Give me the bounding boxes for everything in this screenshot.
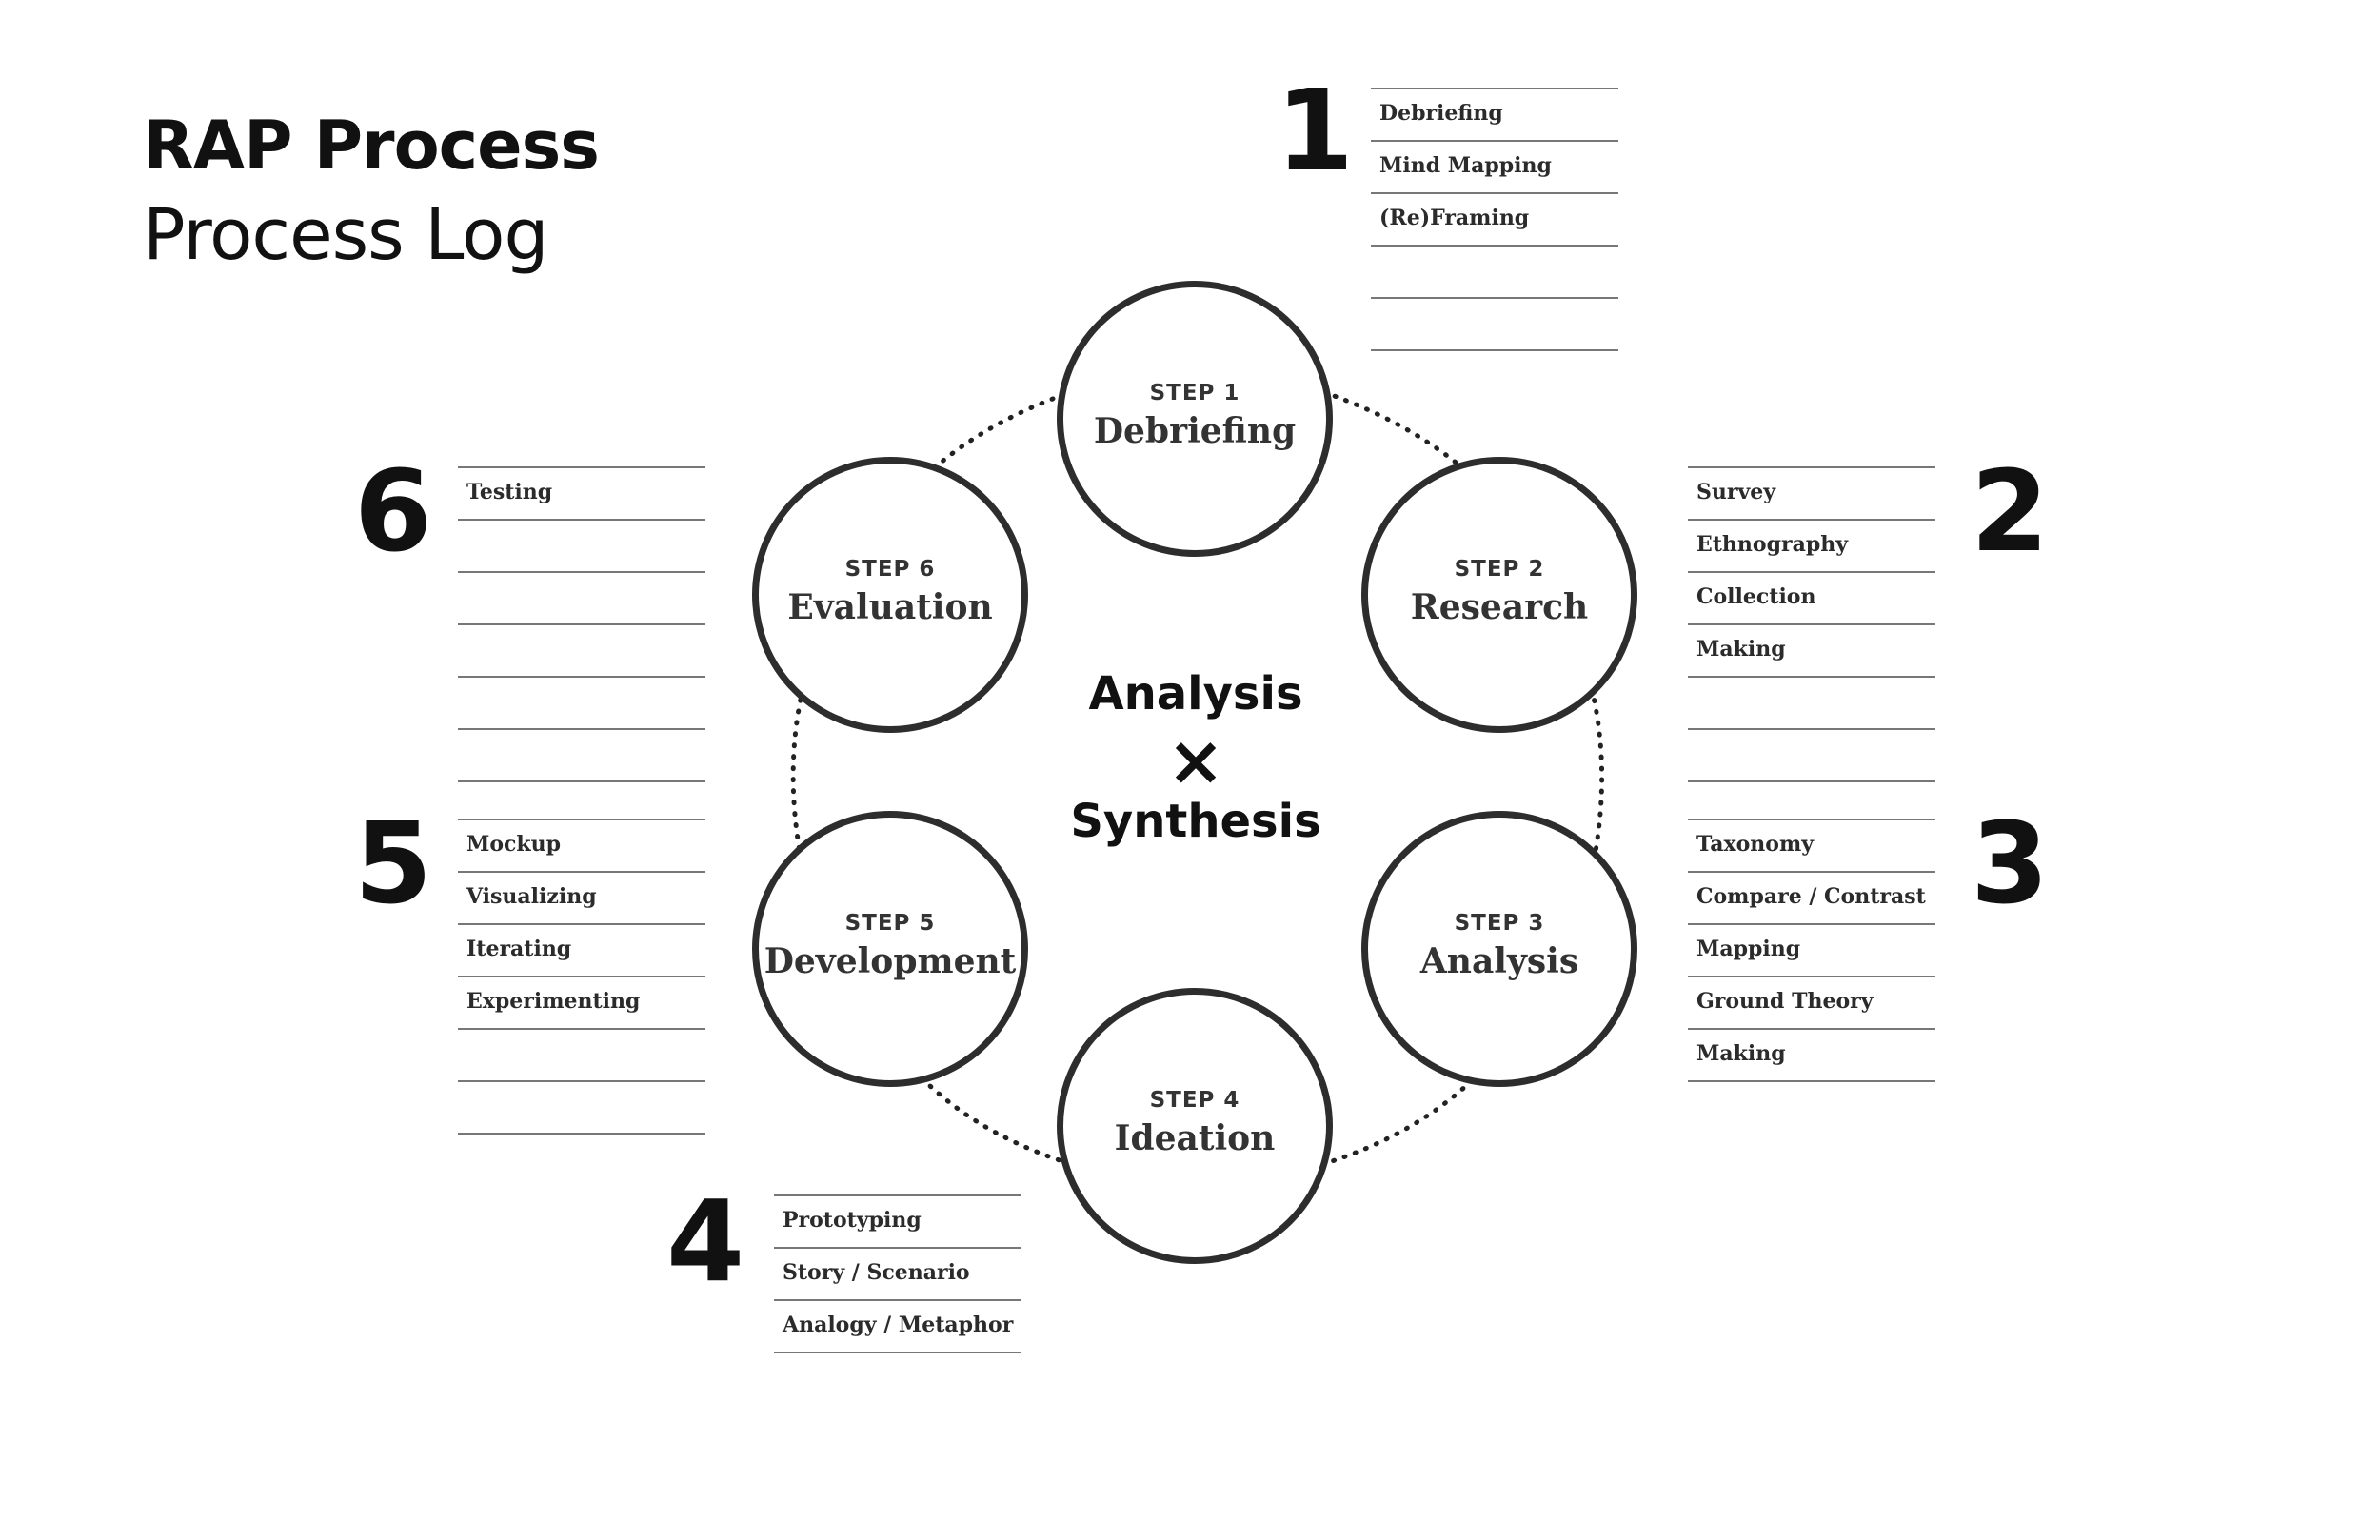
step-2-name: Research <box>1410 587 1589 627</box>
step-2-label: STEP 2 <box>1454 557 1545 582</box>
step-3-circle[interactable]: STEP 3 Analysis <box>1361 811 1637 1087</box>
diagram-title: RAP Process <box>143 107 600 185</box>
log-6-row[interactable] <box>458 730 705 782</box>
log-2-row[interactable]: Ethnography <box>1688 521 1935 573</box>
log-6-row[interactable] <box>458 521 705 573</box>
log-list-2: Survey Ethnography Collection Making <box>1688 466 1935 782</box>
log-number-6: 6 <box>354 445 433 577</box>
log-6-row[interactable]: Testing <box>458 468 705 521</box>
log-5-row[interactable] <box>458 1030 705 1082</box>
log-2-row[interactable] <box>1688 678 1935 730</box>
step-5-name: Development <box>764 941 1017 981</box>
step-5-label: STEP 5 <box>844 911 936 936</box>
log-3-row[interactable]: Taxonomy <box>1688 820 1935 873</box>
step-3-name: Analysis <box>1419 941 1579 981</box>
log-number-3: 3 <box>1971 798 2050 929</box>
step-6-circle[interactable]: STEP 6 Evaluation <box>752 457 1028 733</box>
log-list-1: Debriefing Mind Mapping (Re)Framing <box>1371 88 1618 351</box>
log-3-row[interactable]: Mapping <box>1688 925 1935 977</box>
step-6-label: STEP 6 <box>844 557 936 582</box>
log-number-2: 2 <box>1971 445 2050 577</box>
log-2-row[interactable]: Collection <box>1688 573 1935 625</box>
log-2-row[interactable]: Making <box>1688 625 1935 678</box>
step-2-circle[interactable]: STEP 2 Research <box>1361 457 1637 733</box>
log-5-row[interactable] <box>458 1082 705 1135</box>
log-1-row[interactable]: (Re)Framing <box>1371 194 1618 247</box>
log-3-row[interactable]: Making <box>1688 1030 1935 1082</box>
log-number-4: 4 <box>666 1175 745 1307</box>
arrow-step1-step2 <box>1276 372 1508 513</box>
step-1-circle[interactable]: STEP 1 Debriefing <box>1057 281 1333 557</box>
log-5-row[interactable]: Visualizing <box>458 873 705 925</box>
log-number-1: 1 <box>1276 65 1355 196</box>
step-6-name: Evaluation <box>787 587 993 627</box>
log-4-row[interactable]: Analogy / Metaphor <box>774 1301 1021 1353</box>
log-2-row[interactable] <box>1688 730 1935 782</box>
step-4-circle[interactable]: STEP 4 Ideation <box>1057 988 1333 1264</box>
log-4-row[interactable]: Prototyping <box>774 1196 1021 1249</box>
log-5-row[interactable]: Iterating <box>458 925 705 977</box>
log-6-row[interactable] <box>458 678 705 730</box>
log-3-row[interactable]: Compare / Contrast <box>1688 873 1935 925</box>
times-icon: × <box>1166 721 1225 800</box>
log-6-row[interactable] <box>458 625 705 678</box>
step-3-label: STEP 3 <box>1454 911 1545 936</box>
log-1-row[interactable]: Debriefing <box>1371 89 1618 142</box>
log-4-row[interactable]: Story / Scenario <box>774 1249 1021 1301</box>
center-analysis: Analysis <box>1088 667 1303 721</box>
step-4-label: STEP 4 <box>1149 1088 1240 1113</box>
log-list-3: Taxonomy Compare / Contrast Mapping Grou… <box>1688 819 1935 1082</box>
center-synthesis: Synthesis <box>1070 795 1321 848</box>
step-1-name: Debriefing <box>1093 411 1297 451</box>
log-list-5: Mockup Visualizing Iterating Experimenti… <box>458 819 705 1135</box>
diagram-subtitle: Process Log <box>143 194 548 276</box>
log-1-row[interactable] <box>1371 247 1618 299</box>
log-5-row[interactable]: Experimenting <box>458 977 705 1030</box>
log-3-row[interactable]: Ground Theory <box>1688 977 1935 1030</box>
log-6-row[interactable] <box>458 573 705 625</box>
log-1-row[interactable] <box>1371 299 1618 351</box>
step-1-label: STEP 1 <box>1149 381 1240 405</box>
log-list-4: Prototyping Story / Scenario Analogy / M… <box>774 1194 1021 1353</box>
log-1-row[interactable]: Mind Mapping <box>1371 142 1618 194</box>
center-label: Analysis × Synthesis <box>1047 671 1344 844</box>
log-number-5: 5 <box>354 798 433 929</box>
log-5-row[interactable]: Mockup <box>458 820 705 873</box>
log-2-row[interactable]: Survey <box>1688 468 1935 521</box>
step-4-name: Ideation <box>1114 1118 1276 1158</box>
log-list-6: Testing <box>458 466 705 782</box>
step-5-circle[interactable]: STEP 5 Development <box>752 811 1028 1087</box>
